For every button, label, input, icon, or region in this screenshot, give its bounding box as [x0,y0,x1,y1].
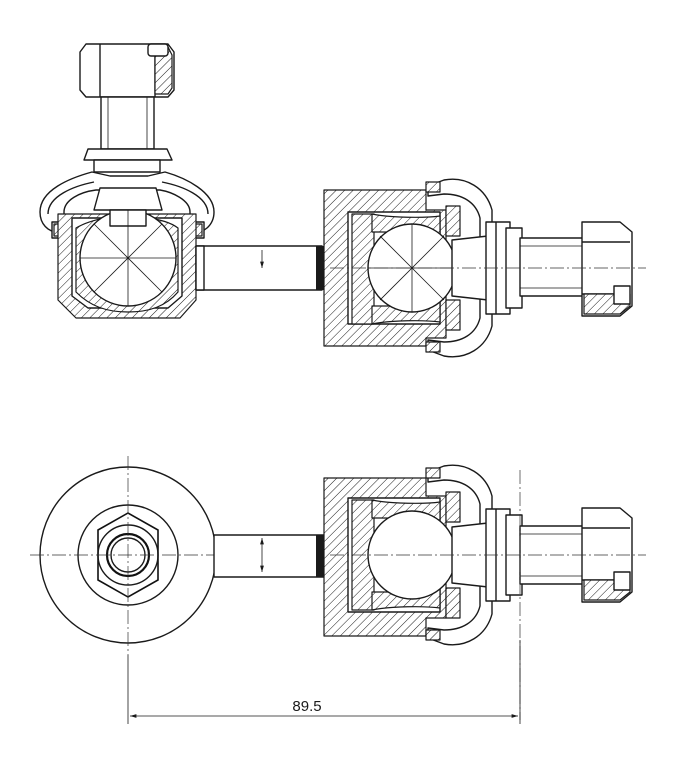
top-right-housing [323,178,493,358]
top-view [39,43,646,358]
bottom-view [30,456,646,720]
overall-dimension: 89.5 [127,640,521,724]
top-left-stud [83,96,173,173]
top-rod [195,245,324,291]
dimension-label: 89.5 [292,698,321,715]
top-left-housing [39,171,215,319]
top-right-nut [581,221,633,317]
bottom-right-housing [323,464,493,646]
top-left-nut [79,43,175,98]
bottom-rod [213,534,325,578]
